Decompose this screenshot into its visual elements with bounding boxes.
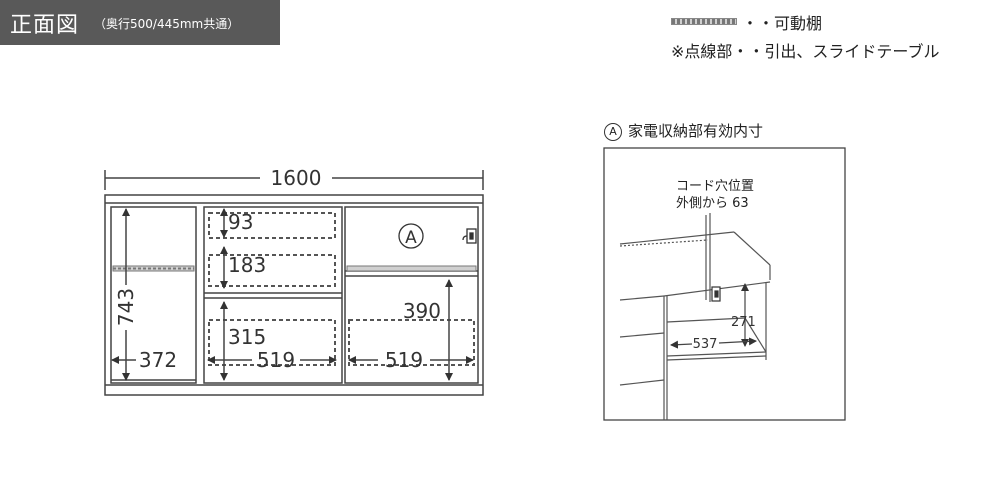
dimension-drawer-bottom: 315 xyxy=(228,325,266,349)
dimension-width-label: 1600 xyxy=(271,166,322,190)
marker-a-label: A xyxy=(405,228,417,248)
header-title-box: 正面図 （奥行500/445mm共通） xyxy=(0,0,280,45)
dimension-right-height: 390 xyxy=(403,299,441,323)
dimension-drawer-top: 93 xyxy=(228,210,253,234)
dimension-drawer-mid: 183 xyxy=(228,253,266,277)
detail-title-text: 家電収納部有効内寸 xyxy=(628,122,764,140)
movable-shelf-swatch xyxy=(671,18,737,25)
detail-dim-height: 271 xyxy=(731,315,756,330)
cord-note-line2: 外側から 63 xyxy=(676,196,749,211)
detail-title: A 家電収納部有効内寸 xyxy=(604,120,763,141)
detail-outlet-icon xyxy=(711,286,721,302)
legend-dotted-note: ※点線部・・引出、スライドテーブル xyxy=(671,42,940,61)
marker-a-circle xyxy=(398,223,424,249)
detail-marker-a: A xyxy=(604,122,622,141)
dimension-height-label: 743 xyxy=(114,288,138,326)
detail-dim-width: 537 xyxy=(693,337,718,352)
page-title: 正面図 xyxy=(10,13,80,38)
detail-width-dimension xyxy=(670,337,757,349)
dimension-mid-width: 519 xyxy=(257,348,295,372)
cord-note-line1: コード穴位置 xyxy=(676,179,755,194)
dotted-drawers xyxy=(208,212,475,366)
legend-movable-shelf: ・・可動棚 xyxy=(742,14,823,33)
dimension-left-width-label: 372 xyxy=(139,348,177,372)
detail-frame xyxy=(603,147,846,421)
page-subtitle: （奥行500/445mm共通） xyxy=(94,17,240,31)
dimension-right-width: 519 xyxy=(385,348,423,372)
outlet-icon xyxy=(462,228,477,244)
detail-perspective-drawing xyxy=(619,213,771,420)
slide-table xyxy=(346,265,477,272)
overall-width-dimension xyxy=(104,170,484,190)
